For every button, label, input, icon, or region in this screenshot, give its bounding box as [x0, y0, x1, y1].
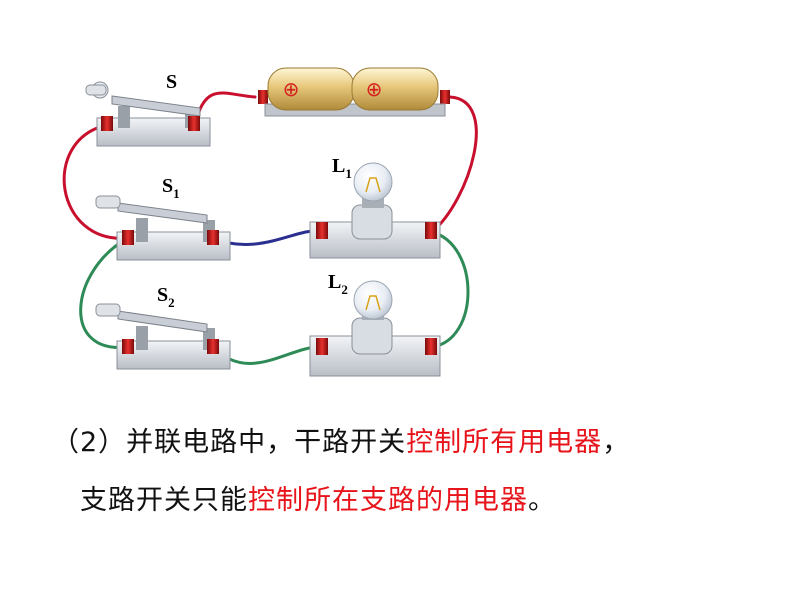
label-switch-s: S [166, 71, 177, 93]
caption-line-1-suffix: ， [602, 427, 631, 458]
label-switch-s2-main: S [157, 284, 168, 306]
wire-s1-to-s2 [79, 236, 130, 349]
lamp-l2 [309, 280, 441, 377]
caption-line-1: （2）并联电路中，干路开关控制所有用电器， [52, 420, 800, 459]
label-lamp-l1: L1 [332, 155, 352, 181]
switch-s [85, 81, 211, 147]
caption-line-2-prefix: 支路开关只能 [80, 485, 248, 516]
label-switch-s2-sub: 2 [168, 295, 175, 310]
circuit-diagram: ⊕ ⊕ S [62, 67, 478, 377]
battery-cell1-sign: ⊕ [283, 77, 300, 101]
caption-line-2: 支路开关只能控制所在支路的用电器。 [80, 478, 800, 517]
label-switch-s1: S1 [162, 175, 180, 201]
caption-line-1-highlight: 控制所有用电器 [406, 427, 603, 458]
label-switch-s1-sub: 1 [173, 186, 180, 201]
switch-s1 [95, 195, 231, 261]
wire-battery-to-l1 [430, 95, 478, 234]
wire-s-to-s1 [62, 123, 130, 240]
label-switch-s2: S2 [157, 284, 175, 310]
switch-s2 [95, 303, 231, 370]
battery: ⊕ ⊕ [258, 67, 450, 117]
caption-line-2-suffix: 。 [528, 485, 556, 516]
caption-line-1-prefix: （2）并联电路中，干路开关 [52, 427, 407, 458]
label-lamp-l2-sub: 2 [341, 282, 348, 297]
label-lamp-l1-main: L [332, 155, 345, 177]
label-switch-s1-main: S [162, 175, 173, 197]
label-lamp-l1-sub: 1 [345, 166, 352, 181]
caption-line-2-highlight: 控制所在支路的用电器 [248, 485, 528, 516]
battery-cell2-sign: ⊕ [366, 77, 383, 101]
label-lamp-l2: L2 [328, 271, 348, 297]
label-lamp-l2-main: L [328, 271, 341, 293]
wire-l1-to-l2 [430, 230, 470, 349]
lamp-l1 [309, 162, 441, 259]
